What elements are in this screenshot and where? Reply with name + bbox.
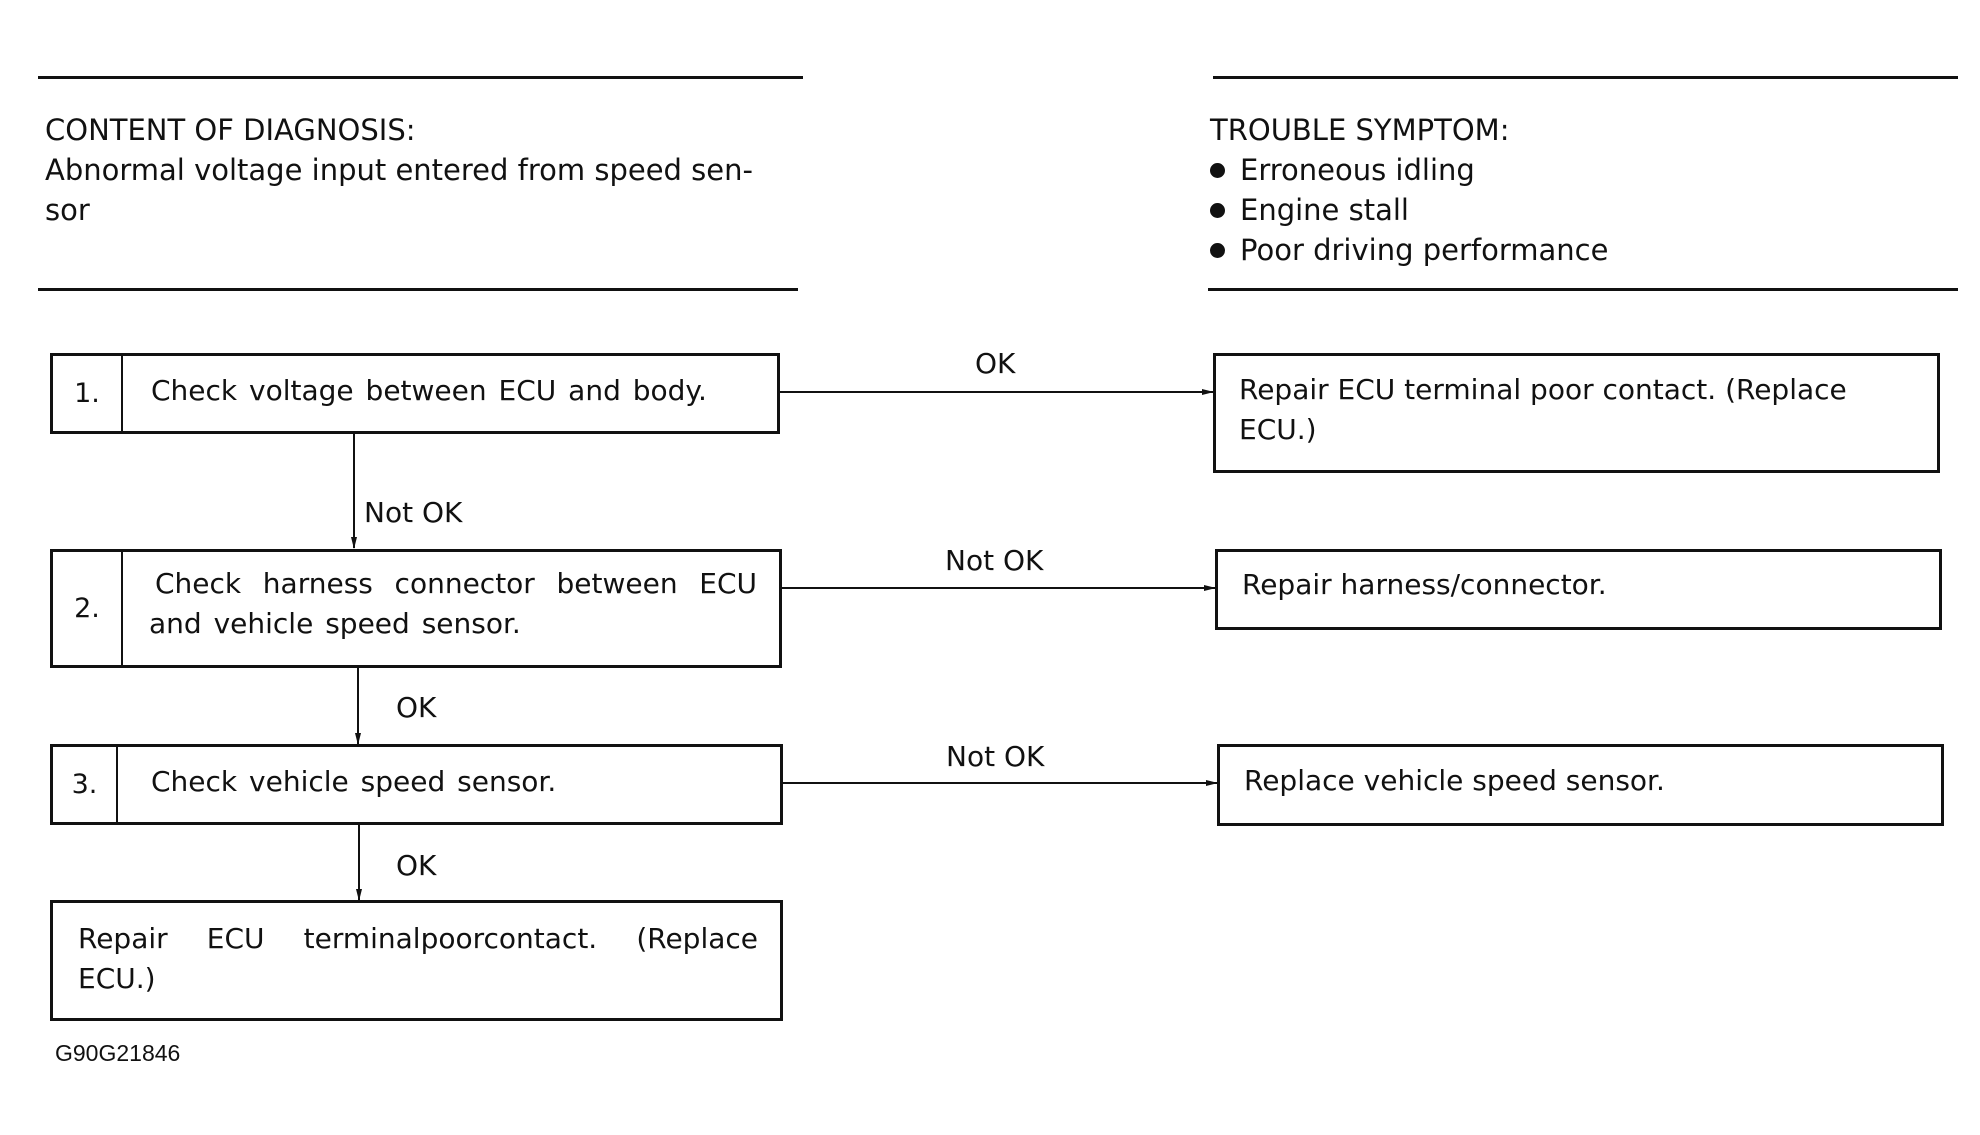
step-1-ok-label: OK — [975, 347, 1016, 380]
step-2-number: 2. — [53, 552, 123, 665]
symptom-section: TROUBLE SYMPTOM: Erroneous idling Engine… — [1210, 110, 1608, 270]
diagnosis-line: sor — [45, 193, 90, 227]
step-3-ok-label: OK — [396, 849, 437, 882]
step-3-box: 3. Check vehicle speed sensor. — [50, 744, 783, 825]
symptom-bottom-rule — [1208, 288, 1958, 291]
step-2-text: Check harness connector between ECU and … — [149, 564, 757, 644]
step-2-not-ok-result-text: Repair harness/connector. — [1242, 565, 1919, 605]
step-3-ok-result-line: Repair ECU terminalpoorcontact. (Replace — [78, 922, 758, 955]
step-3-line: Check vehicle speed sensor. — [151, 765, 557, 798]
step-3-not-ok-result-line: Replace vehicle speed sensor. — [1244, 764, 1665, 797]
step-3-ok-result-box: Repair ECU terminalpoorcontact. (Replace… — [50, 900, 783, 1021]
step-3-number: 3. — [53, 747, 118, 822]
diagnosis-line: Abnormal voltage input entered from spee… — [45, 153, 753, 187]
step-1-not-ok-label: Not OK — [364, 496, 463, 529]
step-1-number: 1. — [53, 356, 123, 431]
step-2-not-ok-result-box: Repair harness/connector. — [1215, 549, 1942, 630]
step-3-not-ok-label: Not OK — [946, 740, 1045, 773]
step-3-ok-result-line: ECU.) — [78, 962, 156, 995]
symptom-item: Erroneous idling — [1210, 150, 1608, 190]
step-3-not-ok-result-box: Replace vehicle speed sensor. — [1217, 744, 1944, 826]
bullet-icon — [1210, 243, 1225, 258]
step-1-ok-result-box: Repair ECU terminal poor contact. (Repla… — [1213, 353, 1940, 473]
diagnosis-top-rule — [38, 76, 803, 79]
step-3-not-ok-result-text: Replace vehicle speed sensor. — [1244, 761, 1921, 801]
symptom-item: Poor driving performance — [1210, 230, 1608, 270]
diagnosis-section: CONTENT OF DIAGNOSIS: Abnormal voltage i… — [45, 110, 753, 230]
bullet-icon — [1210, 163, 1225, 178]
step-1-text: Check voltage between ECU and body. — [151, 371, 757, 411]
step-2-not-ok-result-line: Repair harness/connector. — [1242, 568, 1607, 601]
step-2-ok-label: OK — [396, 691, 437, 724]
step-2-line: and vehicle speed sensor. — [149, 607, 521, 640]
step-1-box: 1. Check voltage between ECU and body. — [50, 353, 780, 434]
symptom-top-rule — [1213, 76, 1958, 79]
step-1-line: Check voltage between ECU and body. — [151, 374, 707, 407]
step-2-line: Check harness connector between ECU — [155, 567, 757, 600]
step-2-box: 2. Check harness connector between ECU a… — [50, 549, 782, 668]
step-2-not-ok-label: Not OK — [945, 544, 1044, 577]
symptom-item-text: Engine stall — [1240, 193, 1409, 227]
symptom-heading: TROUBLE SYMPTOM: — [1210, 113, 1510, 147]
symptom-item-text: Poor driving performance — [1240, 233, 1609, 267]
symptom-list: Erroneous idling Engine stall Poor drivi… — [1210, 150, 1608, 270]
step-3-text: Check vehicle speed sensor. — [151, 762, 760, 802]
step-1-ok-result-line: ECU.) — [1239, 413, 1317, 446]
diagnosis-bottom-rule — [38, 288, 798, 291]
step-3-ok-result-text: Repair ECU terminalpoorcontact. (Replace… — [78, 919, 758, 999]
step-1-ok-result-line: Repair ECU terminal poor contact. (Repla… — [1239, 373, 1847, 406]
diagnosis-heading: CONTENT OF DIAGNOSIS: — [45, 113, 416, 147]
step-1-ok-result-text: Repair ECU terminal poor contact. (Repla… — [1239, 370, 1917, 450]
symptom-item-text: Erroneous idling — [1240, 153, 1475, 187]
figure-code: G90G21846 — [55, 1040, 181, 1066]
symptom-item: Engine stall — [1210, 190, 1608, 230]
bullet-icon — [1210, 203, 1225, 218]
